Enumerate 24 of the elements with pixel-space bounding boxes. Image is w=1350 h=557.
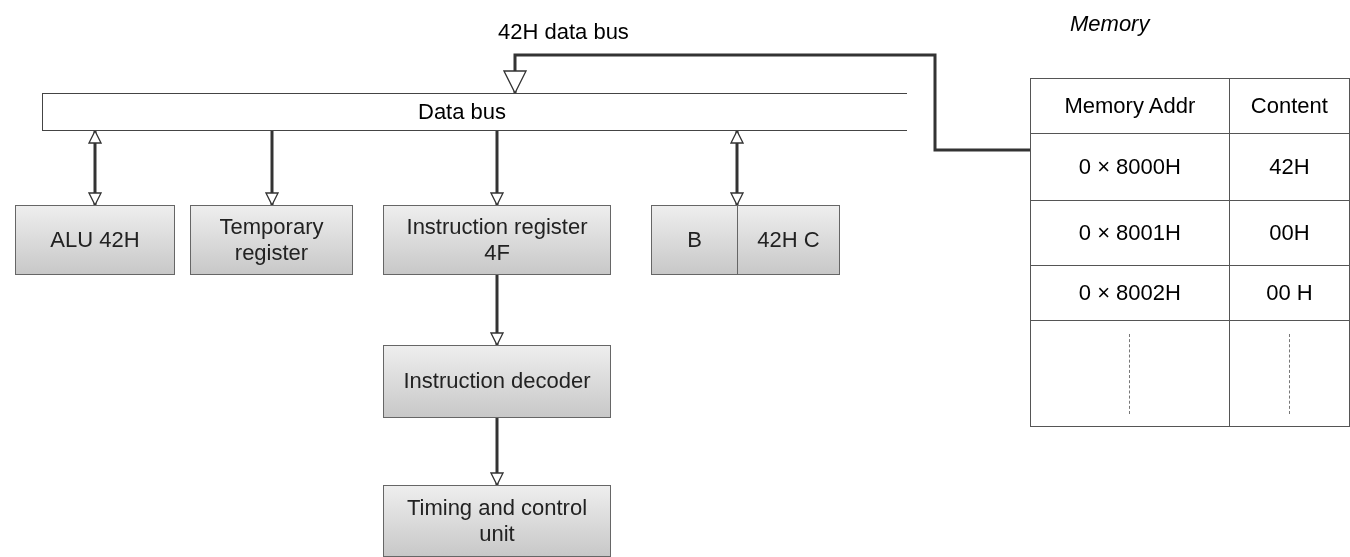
- register-box: Temporary register: [190, 205, 353, 275]
- column-header: Content: [1250, 93, 1328, 118]
- table-cell-text: 0 × 8000H: [1078, 154, 1181, 179]
- data-bus-band: Data bus: [42, 93, 907, 131]
- arrow: [88, 130, 102, 206]
- table-cell-text: 0 × 8001H: [1078, 220, 1181, 245]
- table-cell-text: 00H: [1269, 220, 1310, 245]
- register-box: Instruction register 4F: [383, 205, 611, 275]
- table-heading: Memory: [1070, 11, 1150, 37]
- arrow: [490, 131, 504, 206]
- arrow: [265, 131, 279, 206]
- register-box: B: [651, 205, 738, 275]
- register-box: Timing and control unit: [383, 485, 611, 557]
- arrow: [730, 130, 744, 206]
- arrow: [490, 275, 504, 346]
- register-box: Instruction decoder: [383, 345, 611, 418]
- arrow: [490, 418, 504, 486]
- column-header: Memory Addr: [1064, 93, 1196, 118]
- register-box: 42H C: [737, 205, 840, 275]
- arrow: [503, 53, 1030, 152]
- register-box: ALU 42H: [15, 205, 175, 275]
- table-cell-text: 42H: [1269, 154, 1310, 179]
- table-cell-text: 00 H: [1266, 280, 1313, 305]
- table-cell-text: 0 × 8002H: [1078, 280, 1181, 305]
